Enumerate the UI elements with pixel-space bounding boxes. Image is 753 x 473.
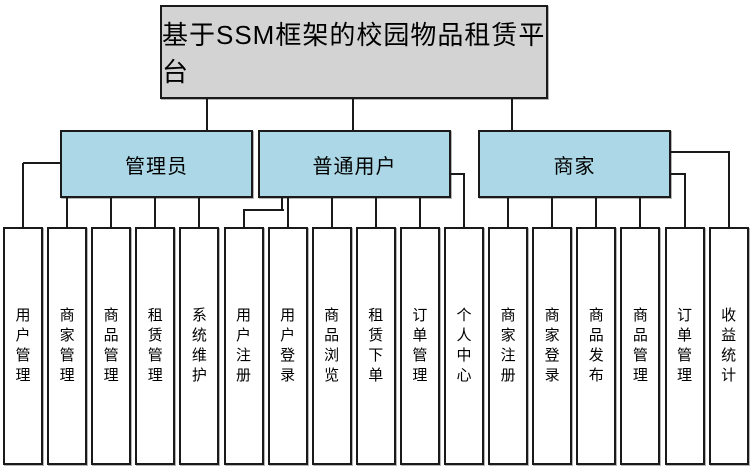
leaf-label: 商家注册	[500, 307, 516, 384]
leaf-label: 用户注册	[235, 307, 251, 384]
connector-line	[511, 99, 513, 132]
connector-line	[551, 198, 554, 229]
group-box-user: 普通用户	[258, 130, 451, 198]
leaf-label: 系统维护	[191, 307, 207, 384]
connector-line	[683, 174, 686, 229]
leaf-box: 用户注册	[223, 227, 264, 465]
leaf-label: 商家管理	[59, 307, 75, 384]
root-box: 基于SSM框架的校园物品租赁平台	[160, 5, 548, 99]
leaf-box: 商品浏览	[311, 227, 352, 465]
connector-line	[727, 152, 730, 229]
connector-line	[66, 198, 69, 229]
leaf-box: 用户管理	[3, 227, 43, 465]
connector-line	[671, 151, 730, 153]
leaf-box: 商品发布	[576, 227, 617, 465]
leaf-box: 商品管理	[620, 227, 661, 465]
connector-line	[507, 198, 510, 229]
connector-line	[206, 99, 208, 132]
leaf-label: 个人中心	[456, 307, 472, 384]
connector-line	[352, 99, 354, 132]
connector-line	[639, 198, 642, 229]
connector-line	[418, 198, 421, 229]
leaf-label: 商品管理	[632, 307, 648, 384]
connector-line	[110, 198, 113, 229]
leaf-label: 订单管理	[412, 307, 428, 384]
connector-line	[154, 198, 157, 229]
leaf-label: 用户管理	[15, 307, 31, 384]
leaf-box: 商家管理	[47, 227, 88, 465]
connector-line	[23, 162, 62, 164]
group-label-merchant: 商家	[553, 155, 596, 178]
group-label-user: 普通用户	[312, 155, 397, 178]
leaf-box: 租赁下单	[355, 227, 396, 465]
group-label-admin: 管理员	[125, 155, 188, 178]
connector-line	[374, 198, 377, 229]
root-label: 基于SSM框架的校园物品租赁平台	[162, 20, 546, 87]
leaf-box: 用户登录	[267, 227, 308, 465]
connector-line	[281, 198, 283, 211]
leaf-box: 订单管理	[664, 227, 705, 465]
group-box-admin: 管理员	[60, 130, 253, 198]
leaf-box: 商家登录	[532, 227, 573, 465]
leaf-label: 商品浏览	[324, 307, 340, 384]
leaf-box: 订单管理	[399, 227, 440, 465]
leaf-label: 收益统计	[721, 307, 737, 384]
leaf-label: 商品发布	[588, 307, 604, 384]
connector-line	[463, 174, 465, 229]
leaf-box: 商品管理	[91, 227, 132, 465]
leaf-label: 商家登录	[544, 307, 560, 384]
leaf-box: 系统维护	[179, 227, 220, 465]
leaf-label: 租赁管理	[147, 307, 163, 384]
connector-line	[595, 198, 598, 229]
group-box-merchant: 商家	[478, 130, 671, 198]
connector-line	[198, 198, 201, 229]
connector-line	[242, 209, 284, 211]
connector-line	[671, 173, 686, 175]
connector-line	[330, 198, 333, 229]
leaf-label: 商品管理	[103, 307, 119, 384]
leaf-label: 用户登录	[280, 307, 296, 384]
leaf-box: 收益统计	[708, 227, 749, 465]
leaf-box: 商家注册	[488, 227, 529, 465]
leaf-label: 订单管理	[676, 307, 692, 384]
connector-line	[22, 163, 24, 229]
leaf-box: 个人中心	[444, 227, 484, 465]
connector-line	[286, 198, 289, 229]
connector-line	[242, 210, 245, 229]
connector-line	[451, 173, 465, 175]
leaf-label: 租赁下单	[368, 307, 384, 384]
leaf-box: 租赁管理	[135, 227, 176, 465]
